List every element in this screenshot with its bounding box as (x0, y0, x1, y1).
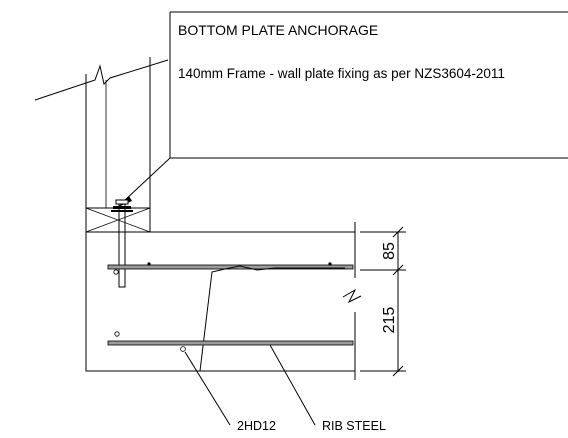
note-leader-line (124, 157, 171, 201)
dimension-85: 85 (381, 242, 398, 260)
dimension-lines: 85 215 (360, 226, 406, 377)
wall-break-line (34, 59, 169, 101)
rib-callout: RIB STEEL (322, 419, 386, 433)
note-title: BOTTOM PLATE ANCHORAGE (178, 22, 378, 38)
note-text: 140mm Frame - wall plate fixing as per N… (178, 66, 505, 81)
wall-frame (85, 57, 151, 232)
anchor-bolt (111, 199, 133, 288)
concrete-slab (85, 222, 362, 380)
bar-callout: 2HD12 (237, 419, 276, 433)
note-box: BOTTOM PLATE ANCHORAGE 140mm Frame - wal… (169, 11, 568, 159)
bottom-reinforcement (107, 331, 354, 352)
rib-steel-profile (199, 265, 345, 372)
rib-leader-line (269, 344, 316, 426)
bar-leader-line (184, 351, 231, 426)
top-reinforcement (107, 262, 354, 275)
dimension-215: 215 (381, 307, 398, 334)
